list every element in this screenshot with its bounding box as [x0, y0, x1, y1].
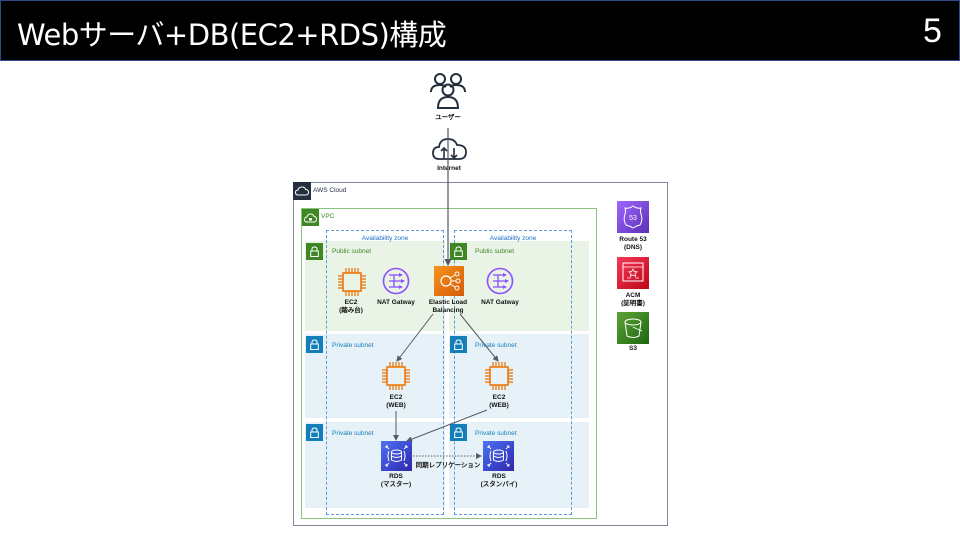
rds-standby-icon-box	[483, 441, 514, 471]
route53-label: Route 53(DNS)	[619, 236, 647, 251]
private-subnet-web-right	[449, 334, 589, 418]
connector-elb-to-ec2-left	[396, 313, 434, 362]
lock-icon	[310, 339, 319, 350]
s3-icon-box	[617, 312, 649, 344]
private-subnet-db-left-label: Private subnet	[332, 430, 374, 437]
private-subnet-db-right-label: Private subnet	[475, 430, 517, 437]
availability-zone-right-label: Availability zone	[489, 235, 537, 242]
users-label: ユーザー	[435, 114, 461, 121]
ec2-web-left-icon	[382, 362, 410, 390]
nat-gateway-right-label: NAT Gatway	[481, 299, 519, 306]
rds-master-icon-box	[381, 441, 412, 471]
private-subnet-web-right-label: Private subnet	[475, 342, 517, 349]
users-icon	[430, 73, 466, 109]
slide-title-bar: Webサーバ+DB(EC2+RDS)構成 5	[0, 0, 960, 61]
elastic-load-balancing-icon	[440, 271, 461, 291]
connector-ec2-right-to-rds	[406, 409, 488, 442]
private-subnet-web-left	[305, 334, 445, 418]
private-subnet-web-left-label: Private subnet	[332, 342, 374, 349]
s3-bucket-icon	[624, 318, 643, 338]
rds-master-icon	[385, 445, 408, 467]
private-subnet-db-right-badge	[450, 424, 467, 441]
lock-icon	[454, 246, 463, 257]
public-subnet-left	[305, 241, 445, 331]
public-subnet-left-badge	[306, 243, 323, 260]
ec2-web-right-label: EC2(WEB)	[489, 394, 509, 409]
lock-icon	[310, 246, 319, 257]
ec2-bastion-label: EC2(踏み台)	[339, 299, 363, 314]
private-subnet-db-left	[305, 422, 445, 508]
page-number: 5	[923, 12, 942, 50]
aws-cloud-icon	[295, 186, 309, 196]
public-subnet-right	[449, 241, 589, 331]
s3-label: S3	[629, 345, 637, 352]
internet-label: Internet	[437, 165, 461, 172]
route53-icon: 53	[623, 205, 643, 229]
public-subnet-left-label: Public subnet	[332, 248, 372, 255]
vpc-badge	[302, 209, 319, 226]
nat-gateway-right-icon	[486, 267, 514, 295]
acm-icon-box	[617, 257, 649, 289]
public-subnet-right-label: Public subnet	[475, 248, 515, 255]
aws-cloud-label: AWS Cloud	[313, 187, 347, 194]
ec2-web-right-icon	[485, 362, 513, 390]
route53-icon-box: 53	[617, 201, 649, 233]
elb-icon-box	[434, 266, 464, 296]
private-subnet-web-left-badge	[306, 336, 323, 353]
vpc-cloud-lock-icon	[304, 213, 317, 222]
replication-label: 同期レプリケーション	[415, 462, 481, 469]
rds-standby-icon	[487, 445, 510, 467]
aws-cloud-badge	[293, 182, 311, 200]
nat-gateway-left-label: NAT Gatway	[377, 299, 415, 306]
rds-standby-label: RDS(スタンバイ)	[480, 473, 518, 488]
acm-certificate-icon	[622, 262, 644, 282]
private-subnet-db-left-badge	[306, 424, 323, 441]
connector-elb-to-ec2-right	[459, 313, 499, 362]
private-subnet-db-right	[449, 422, 589, 508]
lock-icon	[454, 339, 463, 350]
nat-gateway-left-icon	[382, 267, 410, 295]
lock-icon	[454, 427, 463, 438]
vpc-label: VPC	[321, 213, 335, 220]
slide-title: Webサーバ+DB(EC2+RDS)構成	[17, 18, 447, 52]
private-subnet-web-right-badge	[450, 336, 467, 353]
availability-zone-left	[326, 230, 444, 515]
rds-master-label: RDS(マスター)	[380, 473, 412, 488]
availability-zone-right	[454, 230, 572, 515]
route53-icon-text: 53	[629, 215, 637, 222]
public-subnet-right-badge	[450, 243, 467, 260]
aws-cloud-group	[293, 182, 668, 526]
vpc-group	[301, 208, 597, 519]
availability-zone-left-label: Availability zone	[361, 235, 409, 242]
ec2-web-left-label: EC2(WEB)	[386, 394, 406, 409]
acm-label: ACM(証明書)	[621, 292, 645, 307]
lock-icon	[310, 427, 319, 438]
ec2-bastion-icon	[338, 268, 366, 296]
